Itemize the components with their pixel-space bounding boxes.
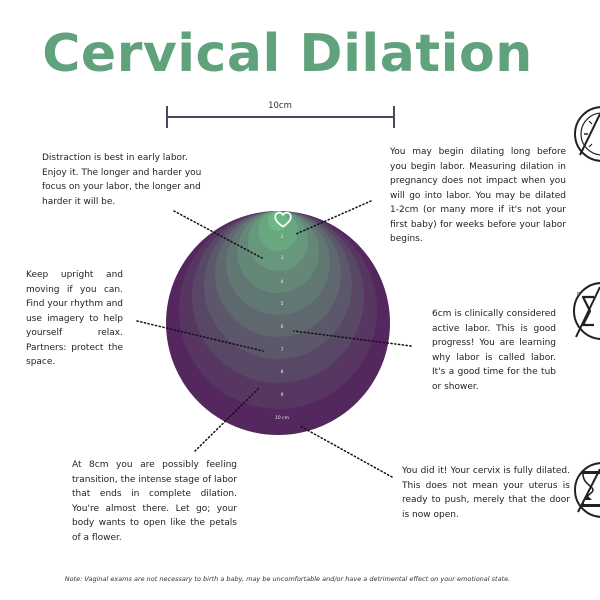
note-distraction: Distraction is best in early labor. Enjo… <box>42 153 202 207</box>
clock-icon <box>574 106 600 162</box>
note-dilating-early: You may begin dilating long before you b… <box>390 147 566 244</box>
note-upright: Keep upright and moving if you can. Find… <box>26 270 123 367</box>
ring-label: 6 <box>281 324 284 330</box>
scale-bar: 10cm <box>166 101 395 128</box>
ring-label: 8 <box>281 369 284 375</box>
sigma-icon: n <box>573 282 600 340</box>
leader-distraction <box>173 210 263 259</box>
ring-label: 3 <box>281 255 284 261</box>
leader-dilating-early <box>295 200 372 235</box>
hourglass-icon <box>574 462 600 518</box>
page-title: Cervical Dilation <box>42 24 533 84</box>
ring-label: 10 cm <box>275 415 289 421</box>
leader-transition <box>194 387 260 452</box>
heart-icon <box>274 211 292 228</box>
ring-label: 9 <box>281 392 284 398</box>
dilation-ring <box>268 211 288 231</box>
dilation-rings: 2 3 4 5 6 7 8 9 10 cm <box>166 211 390 435</box>
ring-label: 7 <box>281 347 284 353</box>
note-complete: You did it! Your cervix is fully dilated… <box>402 466 570 520</box>
leader-upright <box>136 320 264 352</box>
svg-text:n: n <box>577 291 580 297</box>
scale-label: 10cm <box>268 101 292 111</box>
note-active-labor: 6cm is clinically considered active labo… <box>432 309 556 392</box>
note-transition: At 8cm you are possibly feeling transiti… <box>72 460 237 543</box>
ring-label: 5 <box>281 301 284 307</box>
footnote: Note: Vaginal exams are not necessary to… <box>64 575 511 583</box>
leader-complete <box>299 425 393 478</box>
ring-label: 2 <box>281 234 284 240</box>
ring-label: 4 <box>281 279 284 285</box>
leader-active-labor <box>293 330 412 347</box>
